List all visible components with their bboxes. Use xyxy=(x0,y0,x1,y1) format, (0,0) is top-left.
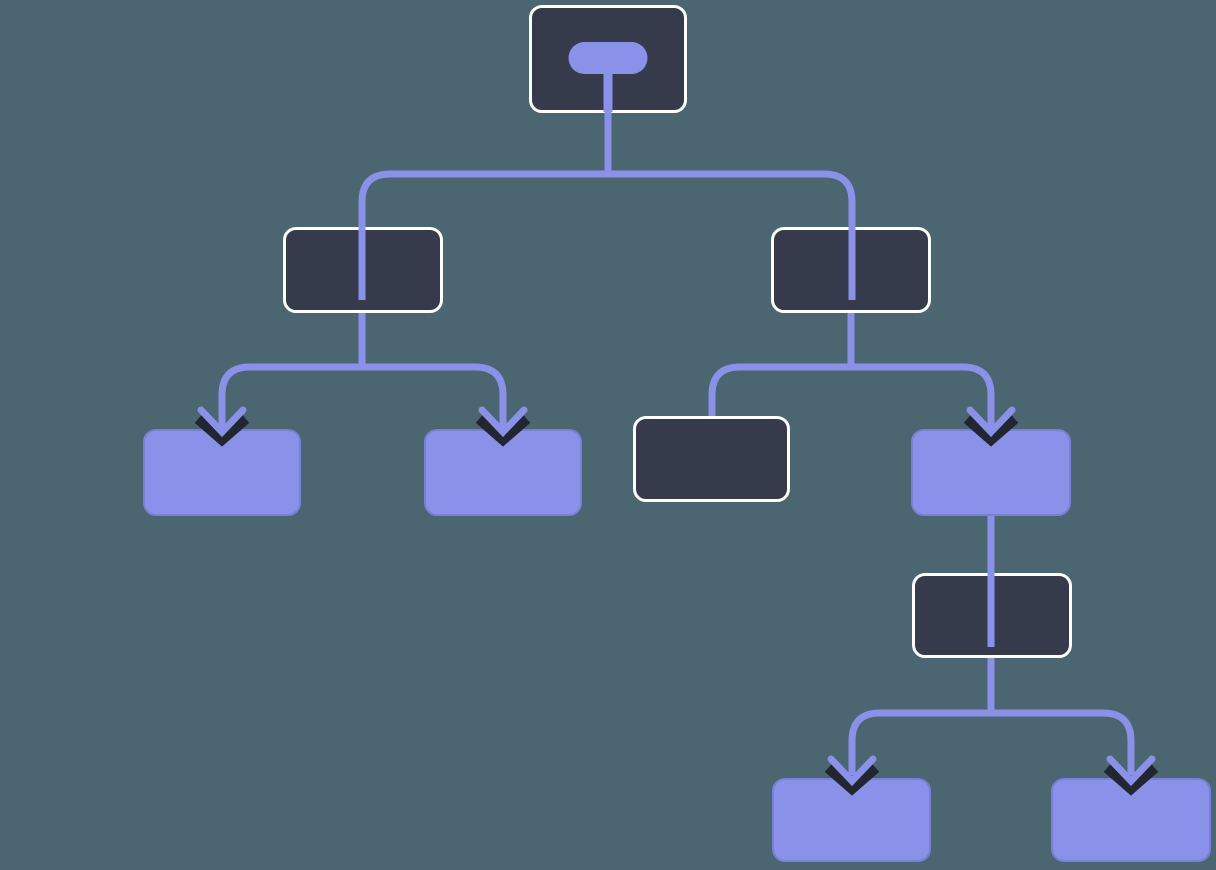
node-root[interactable] xyxy=(529,5,687,113)
node-branch-lower[interactable] xyxy=(912,573,1072,658)
pill-indicator xyxy=(568,42,648,74)
node-leaf-3[interactable] xyxy=(911,429,1071,516)
node-leaf-5[interactable] xyxy=(1051,778,1211,862)
node-branch-left[interactable] xyxy=(283,227,443,313)
node-leaf-2[interactable] xyxy=(424,429,582,516)
edge-tier3-branch xyxy=(848,709,1135,775)
node-plain-dark[interactable] xyxy=(633,416,790,502)
node-branch-right[interactable] xyxy=(771,227,931,313)
edge-tier2-left xyxy=(218,363,507,427)
node-leaf-1[interactable] xyxy=(143,429,301,516)
node-leaf-4[interactable] xyxy=(772,778,931,862)
